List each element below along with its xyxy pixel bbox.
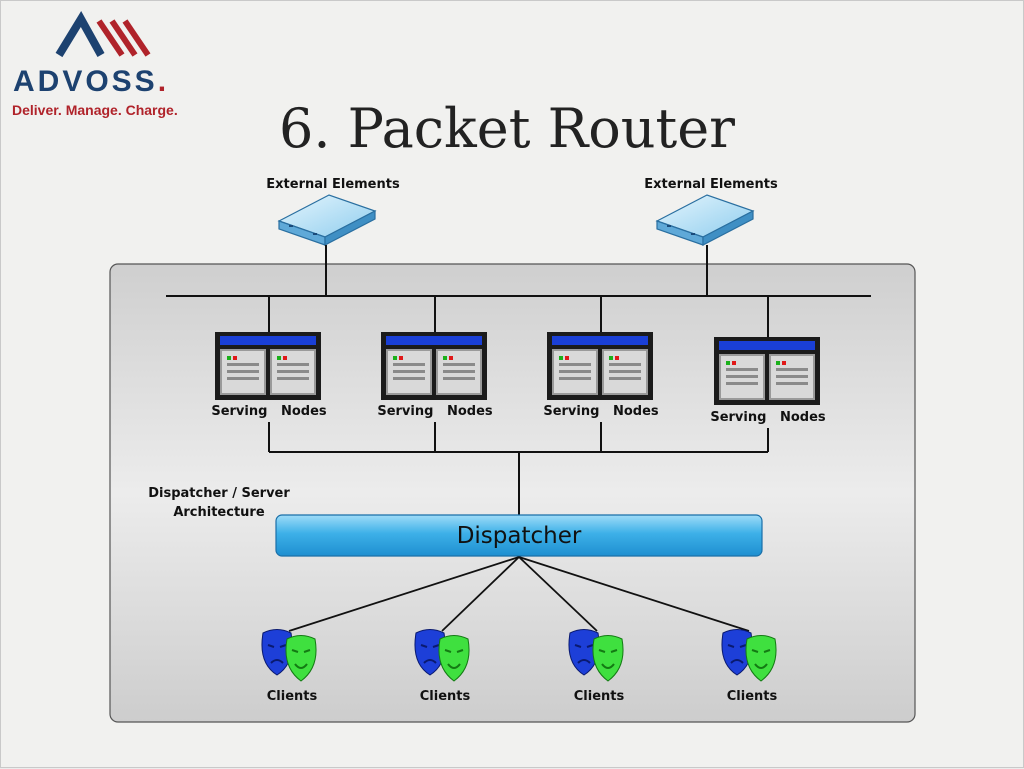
external-element-right: External Elements bbox=[644, 177, 778, 296]
dispatcher-box bbox=[275, 514, 763, 557]
architecture-label-line1: Dispatcher / Server bbox=[148, 486, 290, 501]
serving-node: Serving Nodes bbox=[543, 296, 659, 452]
serving-nodes-label: Serving Nodes bbox=[543, 404, 659, 419]
client-links bbox=[288, 556, 750, 632]
slide-title: 6. Packet Router bbox=[279, 97, 735, 160]
serving-nodes-label: Serving Nodes bbox=[377, 404, 493, 419]
serving-node: Serving Nodes bbox=[710, 296, 826, 425]
serving-nodes-label: Serving Nodes bbox=[211, 404, 327, 419]
serving-node: Serving Nodes bbox=[211, 296, 327, 452]
logo-mark-icon bbox=[55, 11, 151, 58]
external-elements-label: External Elements bbox=[266, 177, 400, 192]
router-icon bbox=[278, 194, 376, 246]
clients-label: Clients bbox=[267, 689, 318, 704]
client: Clients bbox=[260, 628, 318, 704]
external-element-left: External Elements bbox=[266, 177, 400, 296]
clients-label: Clients bbox=[420, 689, 471, 704]
external-elements-label: External Elements bbox=[644, 177, 778, 192]
serving-node: Serving Nodes bbox=[377, 296, 493, 452]
advoss-logo: ADVOSS. Deliver. Manage. Charge. bbox=[9, 9, 199, 121]
server-icon bbox=[547, 332, 653, 400]
logo-tagline: Deliver. Manage. Charge. bbox=[12, 102, 178, 118]
logo-wordmark: ADVOSS. bbox=[13, 65, 170, 98]
architecture-label-line2: Architecture bbox=[173, 505, 265, 520]
serving-nodes-label: Serving Nodes bbox=[710, 410, 826, 425]
clients-label: Clients bbox=[574, 689, 625, 704]
router-icon bbox=[656, 194, 754, 246]
client: Clients bbox=[720, 628, 778, 704]
client: Clients bbox=[567, 628, 625, 704]
server-icon bbox=[215, 332, 321, 400]
dispatcher-label: Dispatcher bbox=[457, 523, 582, 549]
server-icon bbox=[381, 332, 487, 400]
client: Clients bbox=[413, 628, 471, 704]
clients-label: Clients bbox=[727, 689, 778, 704]
server-icon bbox=[714, 337, 820, 405]
